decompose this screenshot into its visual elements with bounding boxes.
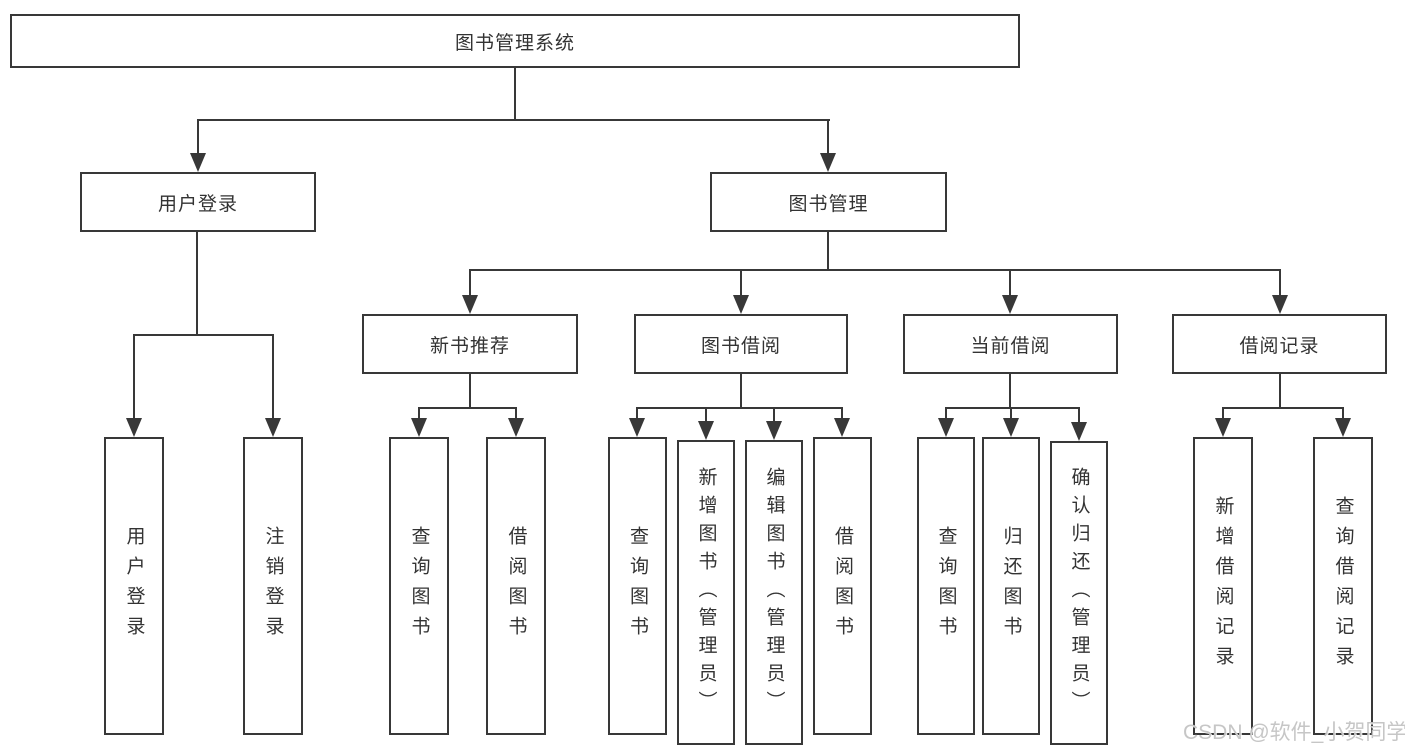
section-node-new-book-recommend: 新书推荐	[362, 314, 578, 374]
leaf-node-label: 查询图书	[935, 526, 957, 646]
arrowhead-icon	[834, 418, 850, 437]
connector-bar	[469, 269, 1281, 271]
connector-bar	[197, 119, 830, 121]
branch-node-label: 图书管理	[788, 193, 869, 215]
leaf-node-label: 查询借阅记录	[1332, 496, 1354, 676]
connector-drop	[841, 407, 843, 420]
arrowhead-icon	[411, 418, 427, 437]
arrowhead-icon	[1215, 418, 1231, 437]
leaf-node-confirm-return-admin: 确认归还（管理员）	[1050, 441, 1108, 745]
connector-drop	[1342, 407, 1344, 420]
arrowhead-icon	[820, 153, 836, 172]
connector-stem	[740, 374, 742, 409]
arrowhead-icon	[766, 421, 782, 440]
leaf-node-query-borrow-record: 查询借阅记录	[1313, 437, 1373, 735]
leaf-node-logout: 注销登录	[243, 437, 303, 735]
leaf-node-query-books: 查询图书	[389, 437, 449, 735]
branch-node-user-login: 用户登录	[80, 172, 316, 232]
root-node-library-system: 图书管理系统	[10, 14, 1020, 68]
leaf-node-label: 借阅图书	[505, 526, 527, 646]
branch-node-book-management: 图书管理	[710, 172, 947, 232]
leaf-node-label: 注销登录	[262, 526, 284, 646]
root-node-label: 图书管理系统	[454, 32, 575, 54]
connector-drop	[197, 119, 199, 155]
leaf-node-user-login: 用户登录	[104, 437, 164, 735]
connector-bar	[1222, 407, 1344, 409]
leaf-node-query-books: 查询图书	[608, 437, 667, 735]
connector-drop	[636, 407, 638, 420]
leaf-node-add-borrow-record: 新增借阅记录	[1193, 437, 1253, 735]
connector-bar	[945, 407, 1080, 409]
connector-drop	[418, 407, 420, 420]
connector-drop	[1010, 407, 1012, 420]
arrowhead-icon	[508, 418, 524, 437]
leaf-node-label: 查询图书	[408, 526, 430, 646]
arrowhead-icon	[1002, 295, 1018, 314]
connector-drop	[1222, 407, 1224, 420]
connector-drop	[705, 407, 707, 422]
connector-stem	[514, 68, 516, 121]
connector-bar	[133, 334, 274, 336]
connector-bar	[636, 407, 843, 409]
arrowhead-icon	[1071, 422, 1087, 441]
watermark: CSDN @软件_小贺同学	[1183, 721, 1405, 744]
leaf-node-return-books: 归还图书	[982, 437, 1040, 735]
connector-drop	[469, 269, 471, 297]
leaf-node-label: 新增借阅记录	[1212, 496, 1234, 676]
connector-stem	[1009, 374, 1011, 409]
leaf-node-edit-book-admin: 编辑图书（管理员）	[745, 440, 803, 745]
arrowhead-icon	[126, 418, 142, 437]
arrowhead-icon	[733, 295, 749, 314]
connector-stem	[196, 232, 198, 336]
arrowhead-icon	[190, 153, 206, 172]
arrowhead-icon	[1335, 418, 1351, 437]
arrowhead-icon	[629, 418, 645, 437]
leaf-node-label: 编辑图书（管理员）	[763, 466, 785, 719]
connector-drop	[827, 119, 829, 155]
leaf-node-label: 归还图书	[1000, 526, 1022, 646]
connector-drop	[1279, 269, 1281, 297]
section-node-label: 图书借阅	[700, 335, 781, 357]
arrowhead-icon	[1003, 418, 1019, 437]
leaf-node-query-books: 查询图书	[917, 437, 975, 735]
connector-drop	[515, 407, 517, 420]
section-node-borrow-record: 借阅记录	[1172, 314, 1387, 374]
leaf-node-add-book-admin: 新增图书（管理员）	[677, 440, 735, 745]
leaf-node-label: 确认归还（管理员）	[1068, 467, 1090, 719]
connector-drop	[272, 334, 274, 419]
connector-stem	[1279, 374, 1281, 409]
section-node-current-borrow: 当前借阅	[903, 314, 1118, 374]
arrowhead-icon	[698, 421, 714, 440]
connector-stem	[469, 374, 471, 409]
section-node-label: 当前借阅	[970, 335, 1051, 357]
leaf-node-label: 新增图书（管理员）	[695, 466, 717, 719]
section-node-book-borrow: 图书借阅	[634, 314, 848, 374]
section-node-label: 新书推荐	[429, 335, 510, 357]
leaf-node-borrow-books: 借阅图书	[486, 437, 546, 735]
connector-drop	[1078, 407, 1080, 423]
connector-bar	[418, 407, 517, 409]
section-node-label: 借阅记录	[1239, 335, 1320, 357]
arrowhead-icon	[265, 418, 281, 437]
leaf-node-borrow-books: 借阅图书	[813, 437, 872, 735]
arrowhead-icon	[938, 418, 954, 437]
branch-node-label: 用户登录	[157, 193, 238, 215]
connector-drop	[945, 407, 947, 420]
leaf-node-label: 查询图书	[627, 526, 648, 646]
arrowhead-icon	[462, 295, 478, 314]
connector-drop	[773, 407, 775, 422]
connector-drop	[1009, 269, 1011, 297]
connector-stem	[827, 232, 829, 271]
connector-drop	[740, 269, 742, 297]
connector-drop	[133, 334, 135, 419]
leaf-node-label: 借阅图书	[832, 526, 853, 646]
arrowhead-icon	[1272, 295, 1288, 314]
leaf-node-label: 用户登录	[123, 526, 145, 646]
